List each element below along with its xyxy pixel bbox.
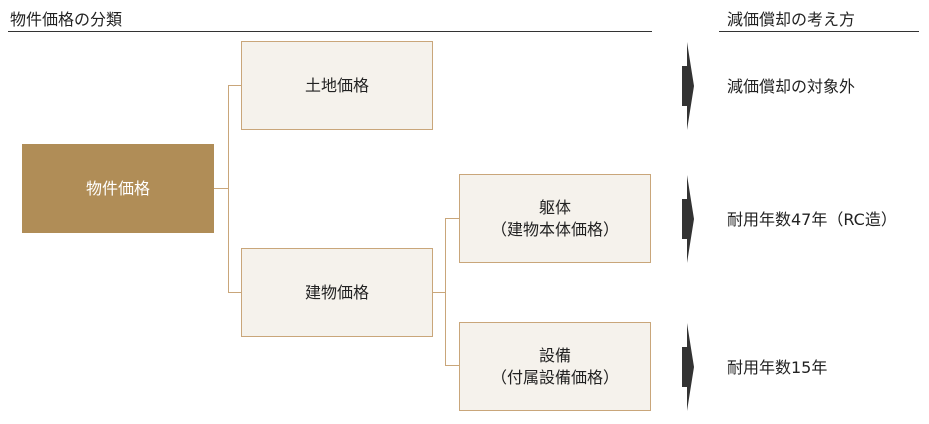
node-building-price-label: 建物価格 bbox=[304, 282, 369, 302]
result-structure: 耐用年数47年（RC造） bbox=[727, 210, 897, 229]
node-land-price-label: 土地価格 bbox=[304, 75, 369, 95]
node-structure-title: 躯体 bbox=[538, 197, 571, 217]
node-equipment-subtitle: （付属設備価格） bbox=[490, 367, 619, 387]
connector-to-land bbox=[228, 85, 241, 86]
node-property-price: 物件価格 bbox=[22, 144, 214, 233]
node-equipment: 設備 （付属設備価格） bbox=[459, 322, 651, 411]
left-section-title: 物件価格の分類 bbox=[10, 10, 123, 29]
connector-building-vertical bbox=[445, 218, 446, 366]
arrow-structure bbox=[682, 175, 694, 263]
arrow-equipment bbox=[682, 323, 694, 411]
node-property-price-label: 物件価格 bbox=[85, 178, 150, 198]
connector-building-out bbox=[433, 292, 445, 293]
right-section-title: 減価償却の考え方 bbox=[727, 10, 856, 29]
result-land: 減価償却の対象外 bbox=[727, 77, 856, 96]
arrow-land bbox=[682, 42, 694, 130]
connector-root-vertical bbox=[228, 85, 229, 293]
connector-to-building bbox=[228, 292, 241, 293]
node-equipment-title: 設備 bbox=[538, 345, 571, 365]
connector-to-equipment bbox=[445, 365, 459, 366]
right-title-underline bbox=[719, 31, 919, 32]
node-land-price: 土地価格 bbox=[241, 41, 433, 130]
connector-root-out bbox=[214, 188, 228, 189]
node-structure: 躯体 （建物本体価格） bbox=[459, 174, 651, 263]
node-structure-subtitle: （建物本体価格） bbox=[490, 219, 619, 239]
node-building-price: 建物価格 bbox=[241, 248, 433, 337]
connector-to-structure bbox=[445, 218, 459, 219]
result-equipment: 耐用年数15年 bbox=[727, 358, 828, 377]
left-title-underline bbox=[8, 31, 652, 32]
